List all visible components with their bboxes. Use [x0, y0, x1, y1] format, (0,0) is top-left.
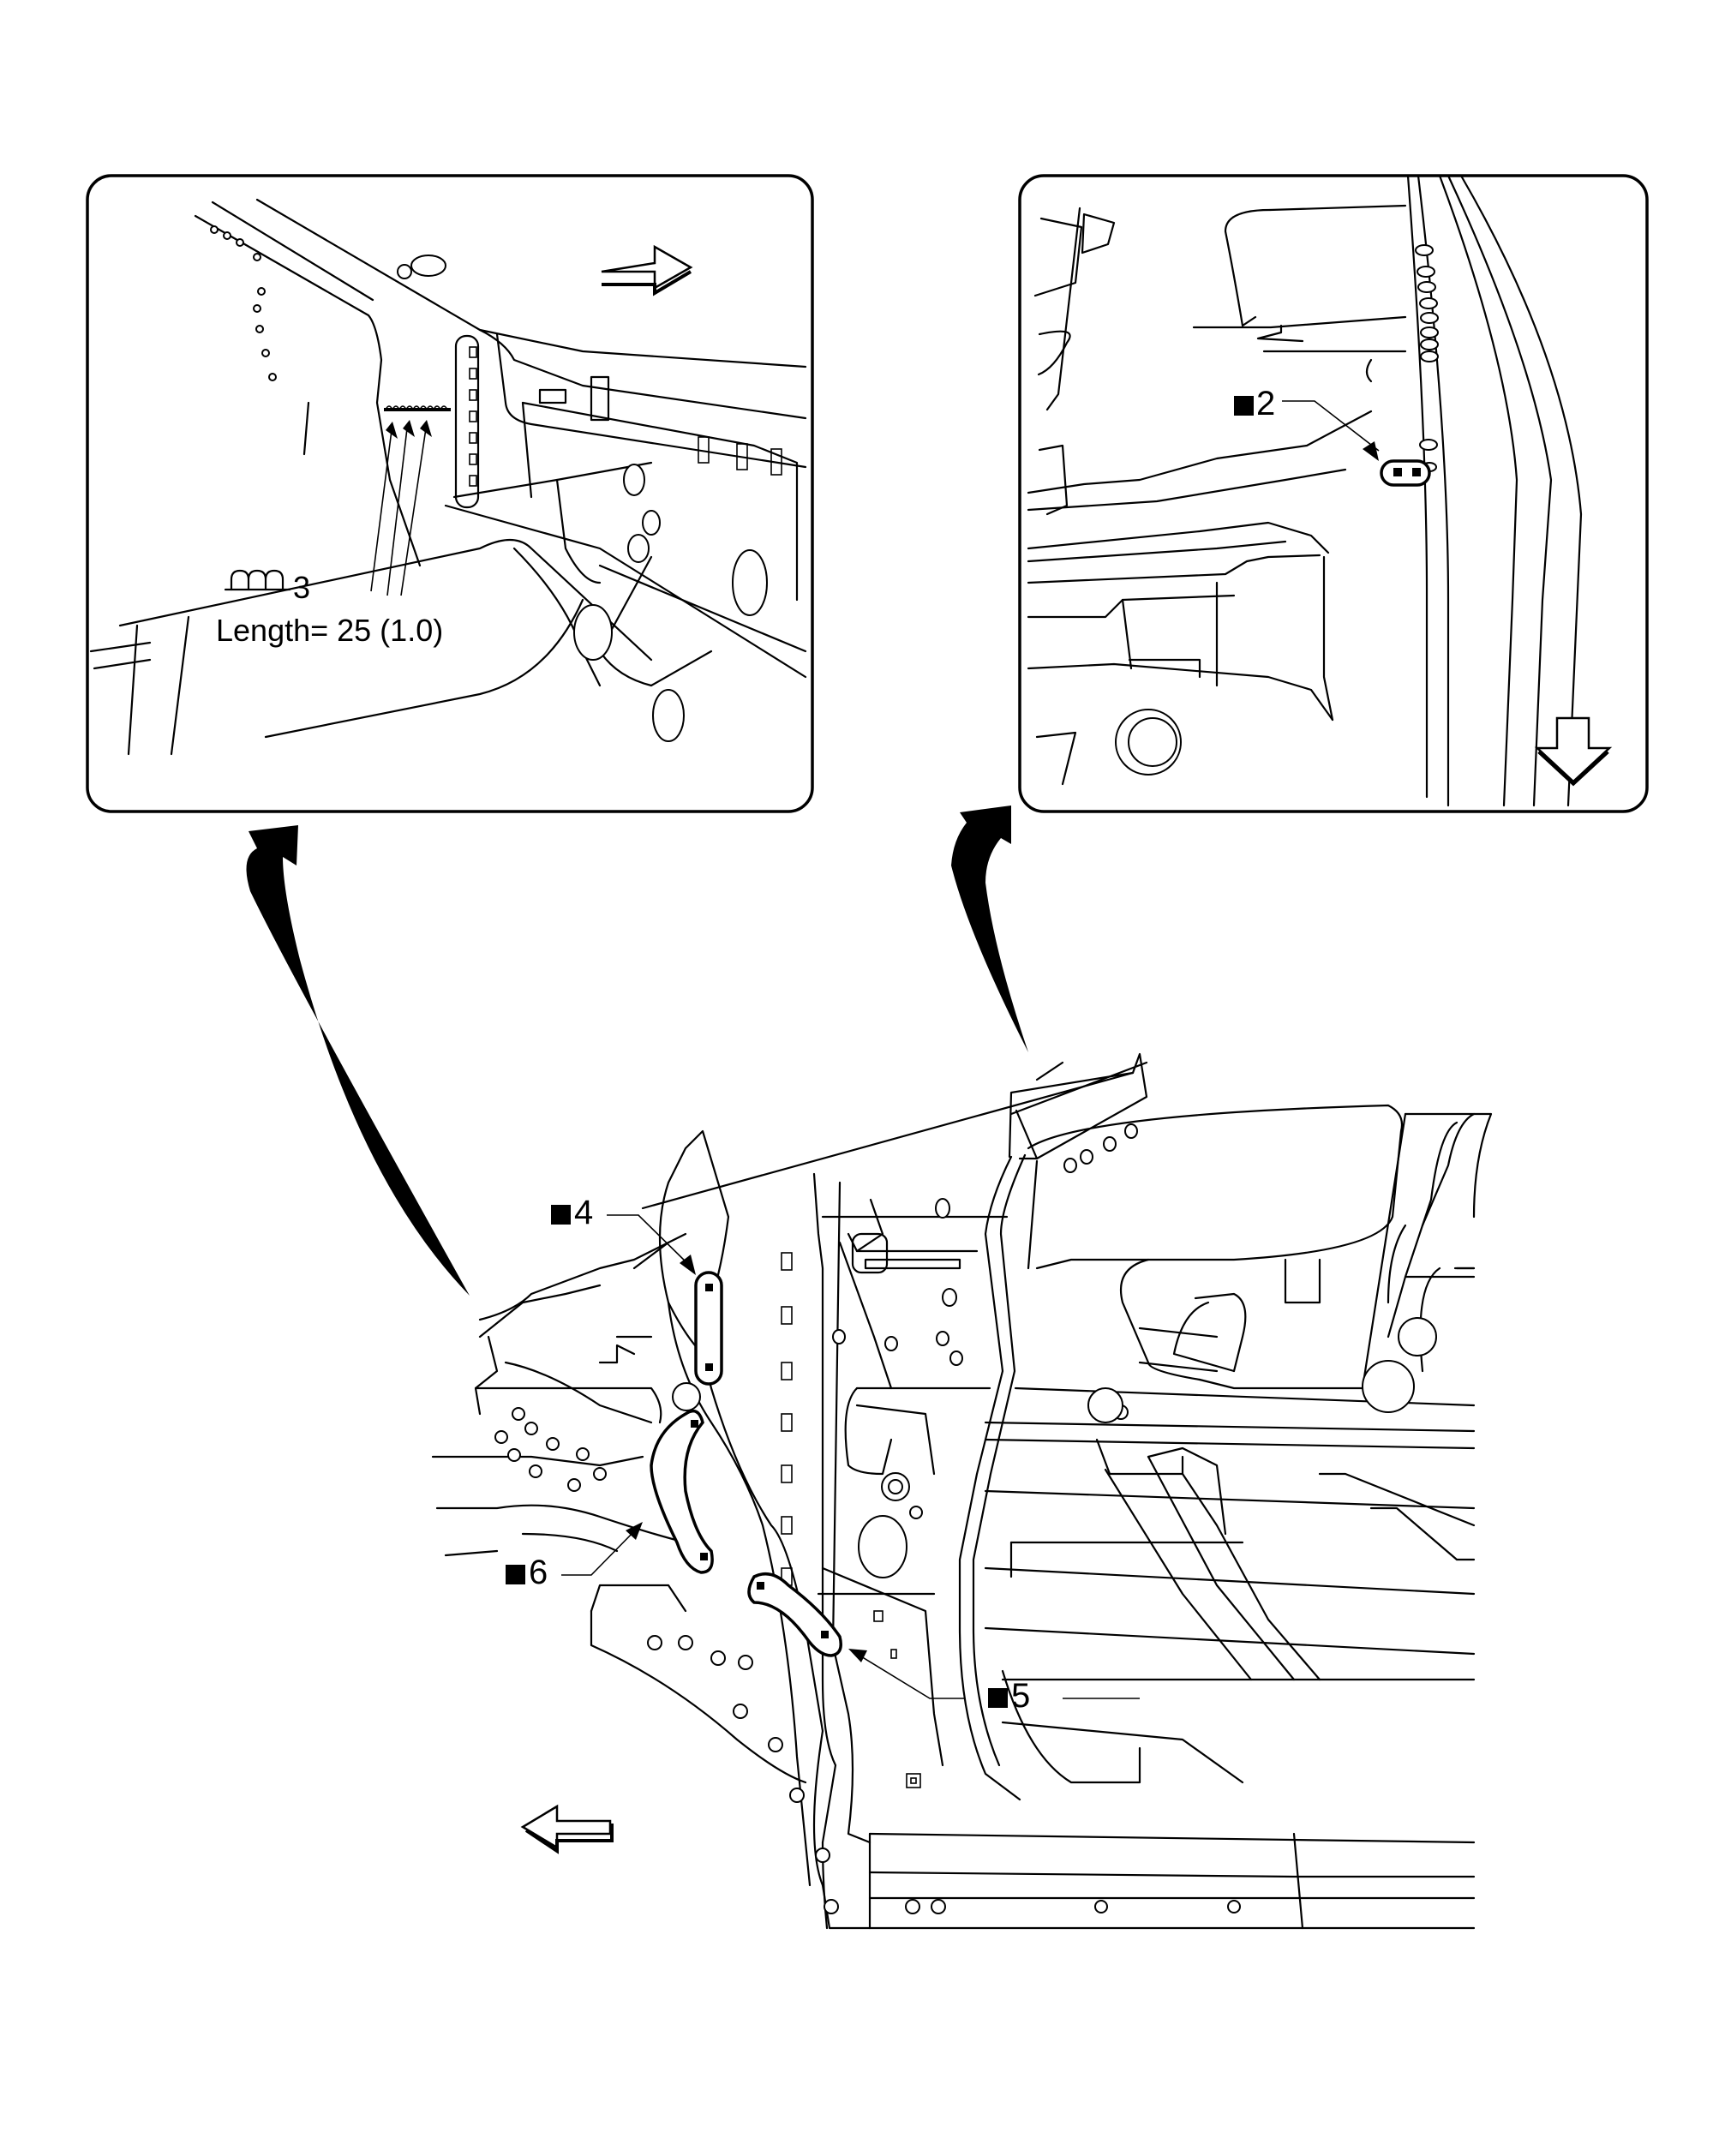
- spot-weld-square-icon: [506, 1565, 525, 1584]
- callout-5-number: 5: [1011, 1677, 1030, 1715]
- detail-panel-left-frame: [86, 174, 814, 813]
- weld-group-6: [650, 1409, 714, 1574]
- arrow-down-icon: [1534, 716, 1613, 787]
- arrow-left-icon: [520, 1804, 614, 1854]
- callout-2-number: 2: [1256, 385, 1275, 422]
- callout-2: 2: [1234, 385, 1380, 461]
- callout-6: 6: [506, 1522, 643, 1591]
- detail-panel-right-frame: [1018, 174, 1649, 813]
- detail-left-drawing: [89, 198, 807, 756]
- weld-spot-pair: [1380, 459, 1431, 487]
- spot-weld-square-icon: [551, 1205, 571, 1225]
- weld-group-5: [747, 1572, 842, 1657]
- callout-3-number: 3: [293, 570, 310, 605]
- callout-4: 4: [551, 1194, 696, 1275]
- spot-weld-square-icon: [1234, 396, 1254, 416]
- seam-weld-icon: [224, 569, 291, 591]
- seam-weld-marks: [370, 405, 451, 596]
- curved-arrow-right: [951, 806, 1028, 1052]
- arrow-right-icon: [601, 244, 693, 296]
- callout-3: 3 Length= 25 (1.0): [216, 569, 443, 648]
- weld-group-4: [694, 1271, 723, 1386]
- detail-right-drawing: [1027, 174, 1583, 807]
- callout-4-number: 4: [574, 1194, 593, 1231]
- main-view-drawing: [431, 1052, 1493, 1930]
- detail-panel-left: 3 Length= 25 (1.0): [86, 174, 814, 813]
- curved-arrow-left: [246, 825, 470, 1296]
- callout-3-length: Length= 25 (1.0): [216, 613, 443, 648]
- detail-panel-right: 2: [1018, 174, 1649, 813]
- callout-6-number: 6: [529, 1554, 548, 1591]
- callout-5: 5: [848, 1649, 1140, 1715]
- spot-weld-square-icon: [988, 1688, 1008, 1708]
